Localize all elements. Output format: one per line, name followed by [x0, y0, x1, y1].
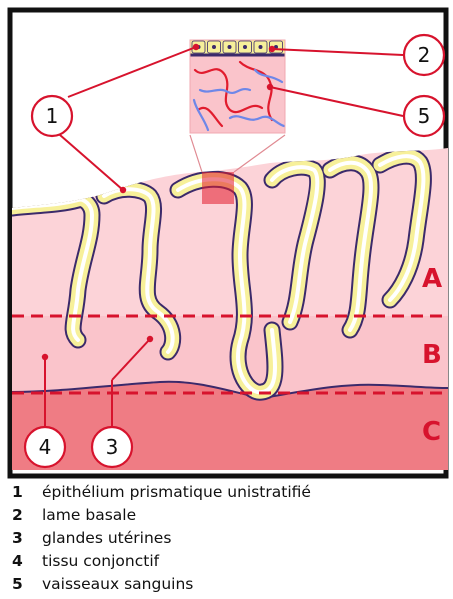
callout-5: 5 — [404, 96, 444, 136]
callout-2: 2 — [404, 35, 444, 75]
callout-1-dot-b — [120, 187, 126, 193]
legend-label: tissu conjonctif — [42, 550, 159, 573]
zone-label-b: B — [422, 340, 442, 370]
legend-label: vaisseaux sanguins — [42, 573, 193, 596]
cell-nucleus — [259, 45, 263, 49]
callout-1-dot-a — [193, 44, 199, 50]
zoom-source-highlight — [202, 172, 234, 204]
basal-layer-c — [12, 382, 448, 470]
legend-number: 5 — [12, 573, 42, 596]
cell-nucleus — [228, 45, 232, 49]
legend-label: lame basale — [42, 504, 136, 527]
cell-nucleus — [212, 45, 216, 49]
callout-3-label: 3 — [106, 435, 119, 459]
callout-2-label: 2 — [418, 43, 431, 67]
callout-5-dot — [267, 84, 273, 90]
callout-1: 1 — [32, 96, 72, 136]
callout-4-label: 4 — [39, 435, 52, 459]
cell-nucleus — [243, 45, 247, 49]
callout-4-dot — [42, 354, 48, 360]
callout-2-dot — [269, 46, 275, 52]
zone-label-a: A — [422, 264, 442, 294]
callout-1-label: 1 — [46, 104, 59, 128]
callout-3: 3 — [92, 427, 132, 467]
endometrium-diagram: 1 2 5 4 3 A B C — [0, 0, 453, 480]
legend-number: 4 — [12, 550, 42, 573]
callout-3-dot — [147, 336, 153, 342]
callout-4: 4 — [25, 427, 65, 467]
legend-number: 3 — [12, 527, 42, 550]
zone-label-c: C — [422, 417, 441, 447]
legend-number: 1 — [12, 481, 42, 504]
legend-number: 2 — [12, 504, 42, 527]
legend-label: glandes utérines — [42, 527, 171, 550]
legend-label: épithélium prismatique unistratifié — [42, 481, 311, 504]
callout-5-label: 5 — [418, 104, 431, 128]
